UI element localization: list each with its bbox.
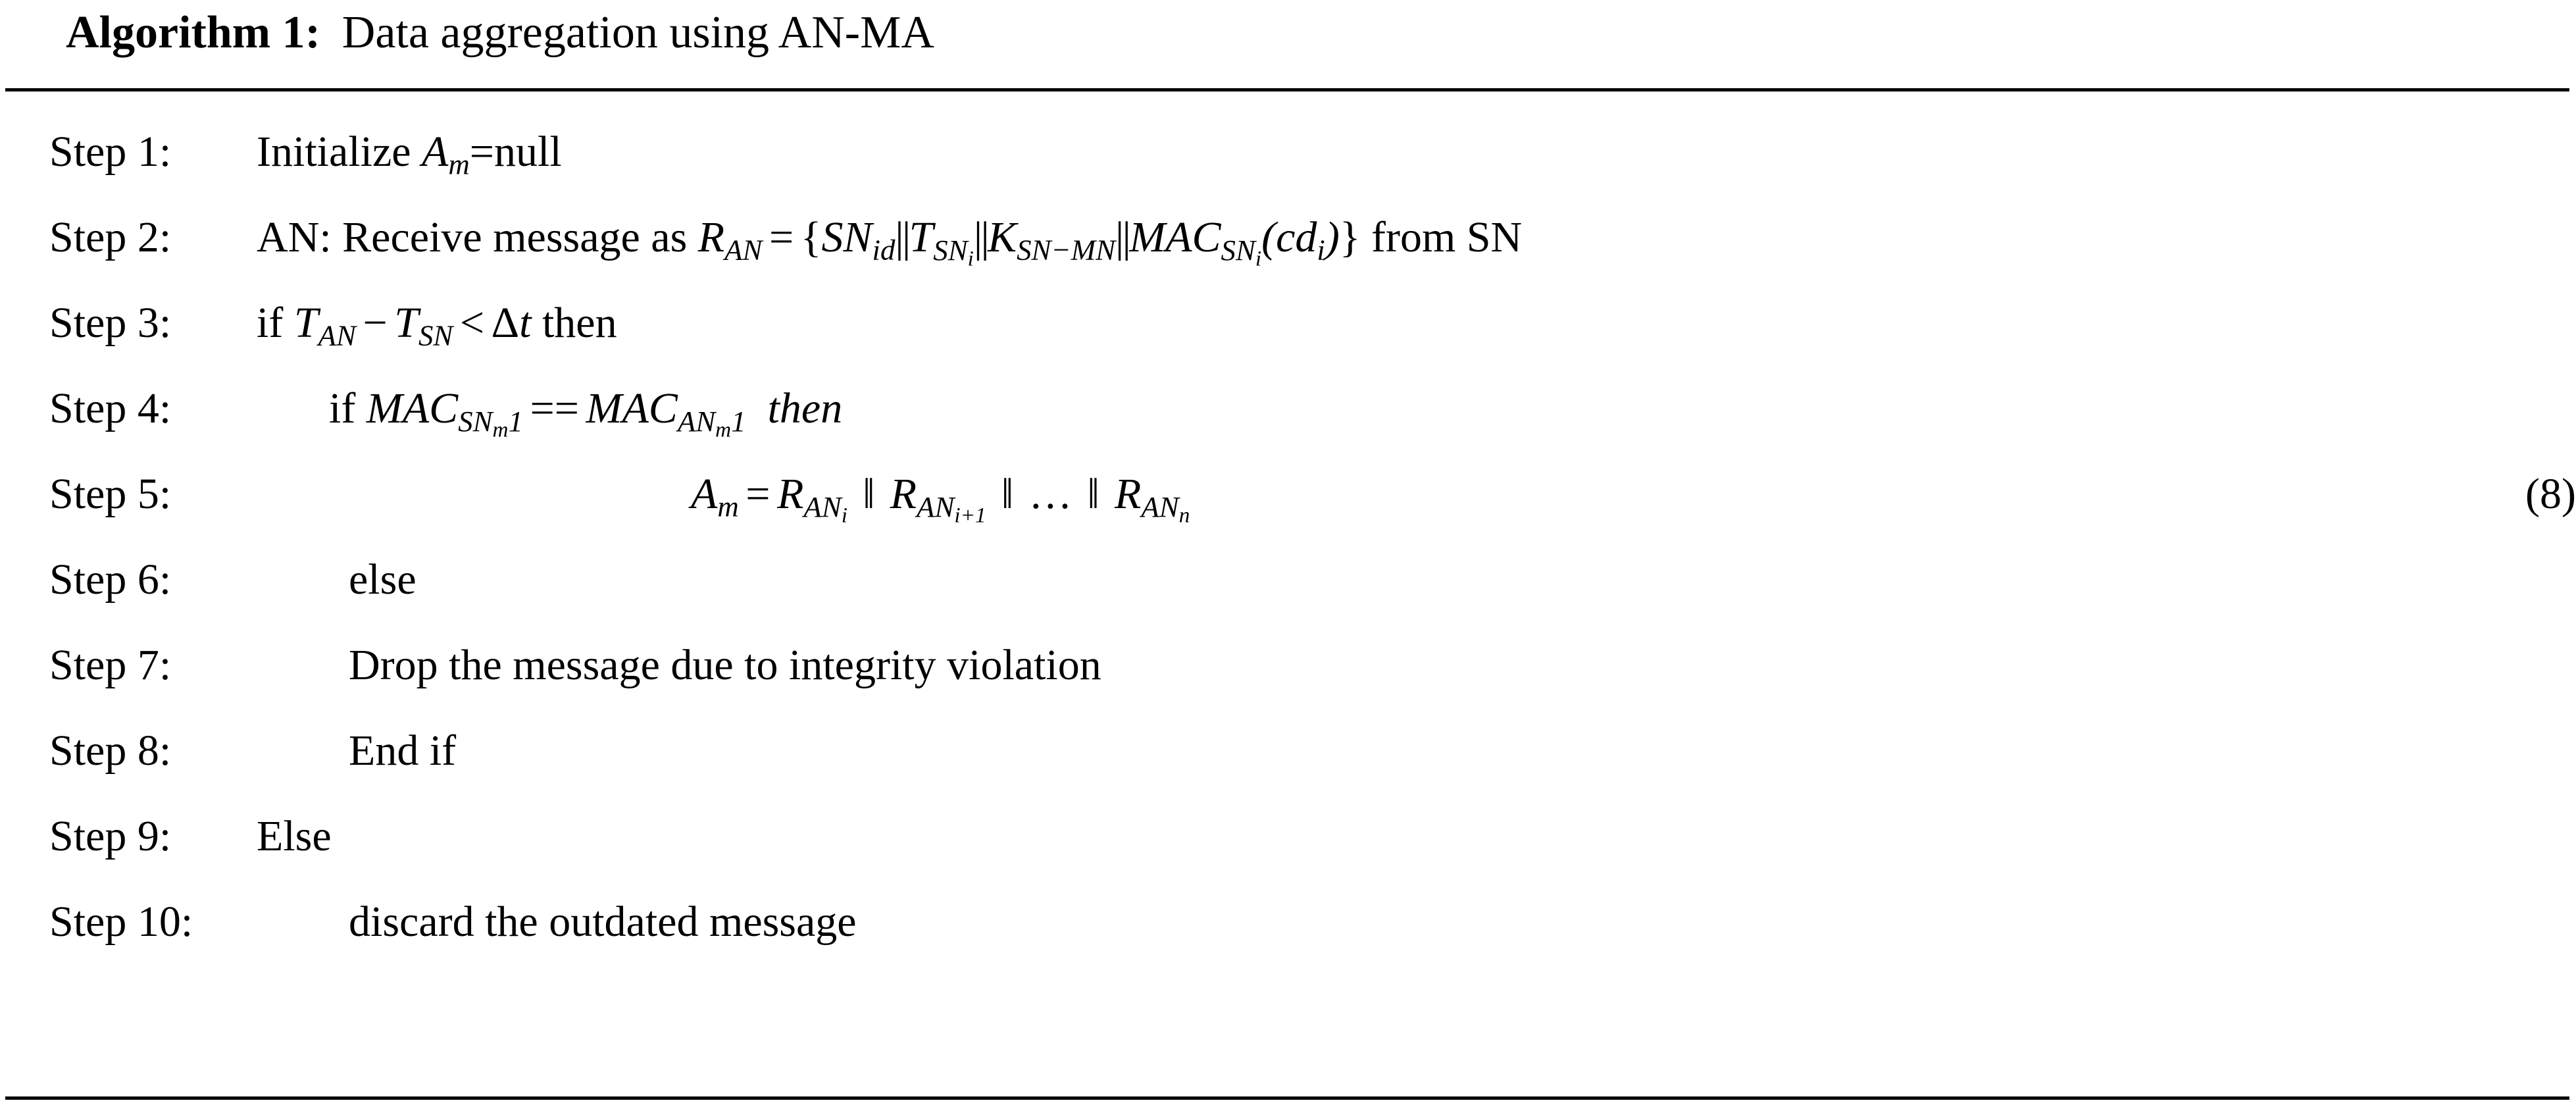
- step-row: Step 2: AN: Receive message as RAN={SNid…: [0, 195, 2576, 280]
- step-label: Step 9:: [49, 812, 172, 860]
- step-row: Step 8: End if: [0, 708, 2576, 794]
- step-text: Initialize Am=null: [257, 128, 562, 181]
- step-row: Step 9: Else: [0, 794, 2576, 879]
- step-row: Step 5: Am=RANi ‖ RANi+1 ‖ … ‖ RANn (8): [0, 451, 2576, 537]
- algorithm-title-text: Data aggregation using AN-MA: [341, 7, 934, 58]
- step-label: Step 7:: [49, 641, 172, 689]
- step-label: Step 4:: [49, 384, 172, 432]
- step-label: Step 10:: [49, 898, 193, 946]
- step-text: Drop the message due to integrity violat…: [349, 641, 1101, 689]
- step-text: if TAN−TSN<Δt then: [257, 299, 617, 352]
- algorithm-number-label: Algorithm 1:: [66, 7, 320, 58]
- step-label: Step 2:: [49, 213, 172, 261]
- step-text: End if: [349, 727, 457, 775]
- step-text: AN: Receive message as RAN={SNid||TSNi||…: [257, 213, 1523, 271]
- step-row: Step 1: Initialize Am=null: [0, 109, 2576, 195]
- equation-number: (8): [2525, 470, 2576, 518]
- step-row: Step 7: Drop the message due to integrit…: [0, 623, 2576, 708]
- step-label: Step 5:: [49, 470, 172, 518]
- step-row: Step 3: if TAN−TSN<Δt then: [0, 280, 2576, 366]
- step-label: Step 8:: [49, 727, 172, 775]
- step-text: discard the outdated message: [349, 898, 857, 946]
- algorithm-steps-list: Step 1: Initialize Am=null Step 2: AN: R…: [0, 109, 2576, 965]
- step-row: Step 10: discard the outdated message: [0, 879, 2576, 965]
- step-text: else: [349, 555, 417, 604]
- algorithm-title: Algorithm 1: Data aggregation using AN-M…: [66, 1, 934, 64]
- step-row: Step 6: else: [0, 537, 2576, 623]
- step-label: Step 3:: [49, 299, 172, 347]
- step-label: Step 1:: [49, 128, 172, 176]
- step-text: if MACSNm1==MACANm1 then: [329, 384, 843, 442]
- step-text: Else: [257, 812, 332, 860]
- step-row: Step 4: if MACSNm1==MACANm1 then: [0, 366, 2576, 451]
- step-label: Step 6:: [49, 555, 172, 604]
- title-divider-rule: [5, 88, 2569, 91]
- step-text: Am=RANi ‖ RANi+1 ‖ … ‖ RANn: [691, 470, 1190, 528]
- bottom-divider-rule: [5, 1096, 2569, 1100]
